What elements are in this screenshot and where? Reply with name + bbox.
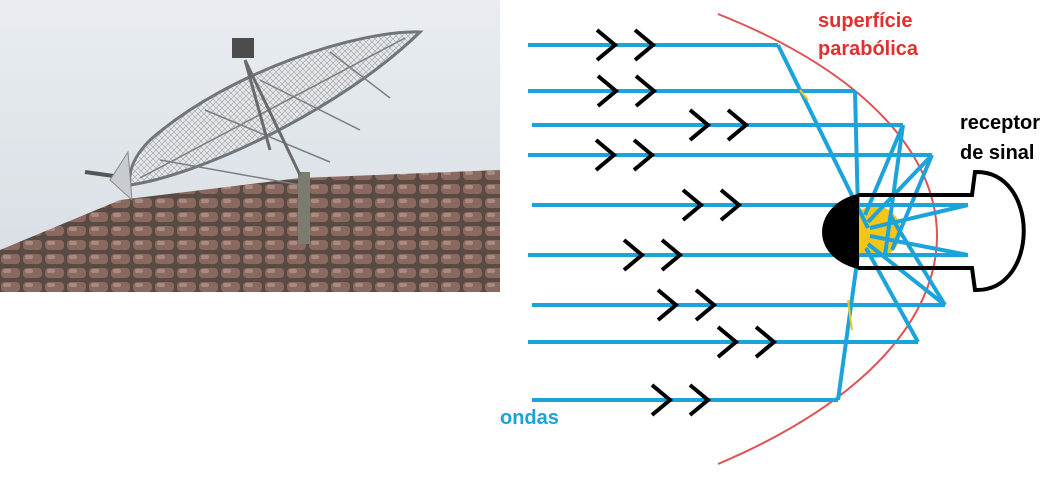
incoming-waves (528, 43, 968, 402)
chevron-right-icon (656, 288, 680, 322)
chevron-right-icon (688, 108, 712, 142)
chevron-right-icon (622, 238, 646, 272)
chevron-right-icon (660, 238, 684, 272)
chevron-right-icon (754, 325, 778, 359)
chevron-right-icon (594, 138, 618, 172)
chevron-right-icon (716, 325, 740, 359)
ray-accents (799, 89, 853, 331)
satellite-dish-photo (0, 0, 500, 292)
receiver-label-line1: receptor (960, 112, 1040, 134)
chevron-right-icon (595, 28, 619, 62)
surface-label-line1: superfície (818, 10, 912, 32)
chevron-right-icon (719, 188, 743, 222)
chevron-right-icon (634, 74, 658, 108)
surface-label-line2: parabólica (818, 38, 919, 60)
chevron-right-icon (596, 74, 620, 108)
chevron-right-icon (694, 288, 718, 322)
receiver-label-line2: de sinal (960, 142, 1034, 164)
chevron-right-icon (632, 138, 656, 172)
chevron-right-icon (633, 28, 657, 62)
chevron-right-icon (688, 383, 712, 417)
chevron-right-icon (726, 108, 750, 142)
signal-receiver (822, 169, 1026, 293)
parabolic-surface (717, 13, 938, 465)
dish-pole (298, 172, 310, 244)
wave-direction-arrows (594, 28, 778, 417)
chevron-right-icon (650, 383, 674, 417)
waves-label: ondas (500, 407, 559, 429)
tiled-roof (0, 170, 500, 292)
chevron-right-icon (681, 188, 705, 222)
satellite-dish (84, 30, 424, 202)
